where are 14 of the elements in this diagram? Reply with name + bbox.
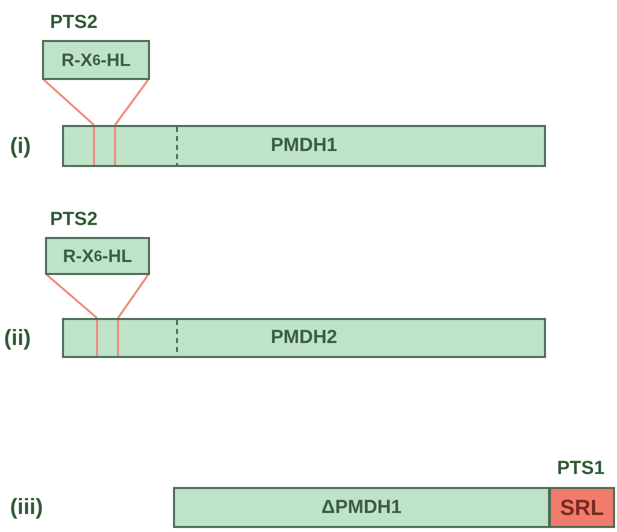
expansion-line <box>46 274 98 319</box>
expansion-line <box>117 274 149 319</box>
panel-label: (iii) <box>10 494 43 520</box>
signal-box: SRL <box>549 487 615 528</box>
protein-bar: ΔPMDH1 <box>173 487 550 528</box>
panel-label: (i) <box>10 133 31 159</box>
expansion-line <box>43 79 95 126</box>
protein-bar: PMDH2 <box>62 318 546 358</box>
signal-name: PTS1 <box>557 458 605 480</box>
panel-label: (ii) <box>4 325 31 351</box>
expansion-line <box>114 79 149 126</box>
protein-bar: PMDH1 <box>62 125 546 167</box>
signal-name: PTS2 <box>50 12 98 34</box>
signal-name: PTS2 <box>50 209 98 231</box>
